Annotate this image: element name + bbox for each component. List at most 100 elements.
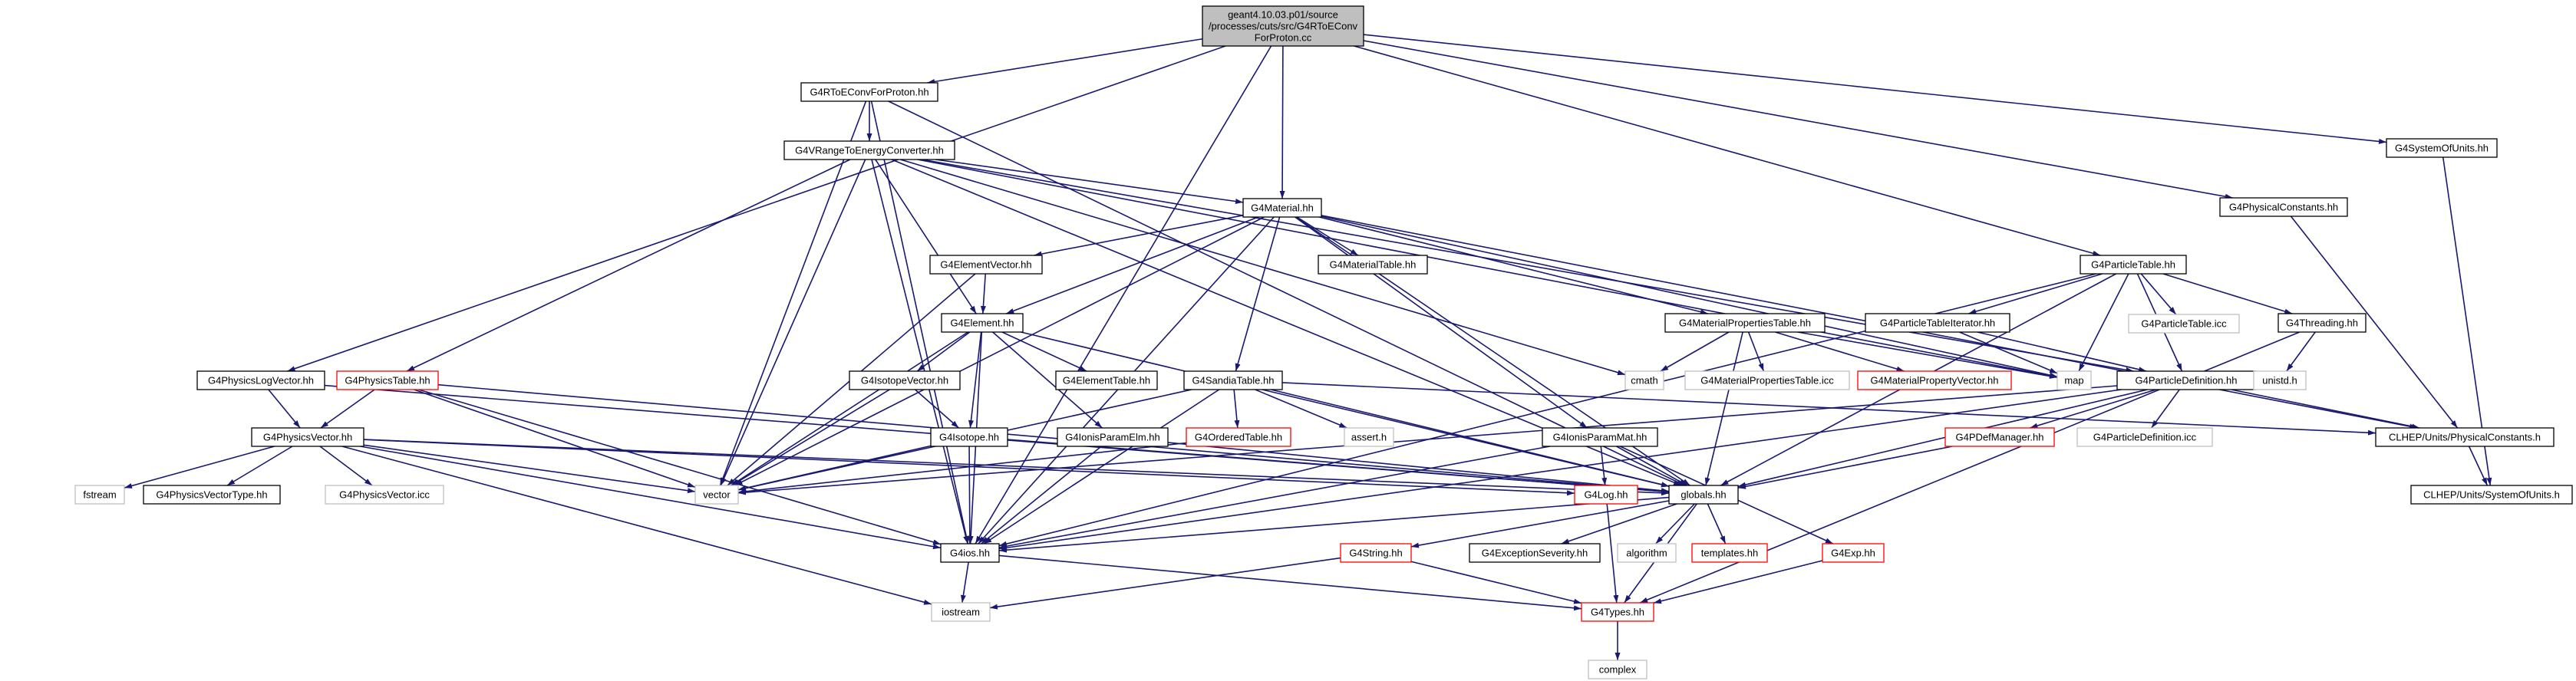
- node-g4pdefmanager[interactable]: G4PDefManager.hh: [1944, 427, 2055, 447]
- node-g4log[interactable]: G4Log.hh: [1574, 485, 1638, 505]
- node-g4sandiatable[interactable]: G4SandiaTable.hh: [1183, 370, 1283, 390]
- node-label: G4ParticleTable.icc: [2141, 318, 2227, 330]
- node-box: [325, 485, 444, 505]
- node-label: G4Log.hh: [1584, 489, 1628, 501]
- node-box: [2219, 197, 2348, 217]
- edge-root-to-g4material: [1279, 45, 1285, 199]
- node-label: G4String.hh: [1349, 548, 1402, 559]
- edge-g4ios-to-g4types: [998, 554, 1582, 611]
- node-g4particletable[interactable]: G4ParticleTable.hh: [2080, 255, 2187, 275]
- node-g4rtoeconvforproton[interactable]: G4RToEConvForProton.hh: [800, 82, 938, 102]
- node-box: [2278, 313, 2367, 333]
- node-g4orderedtable[interactable]: G4OrderedTable.hh: [1186, 427, 1291, 447]
- node-g4material[interactable]: G4Material.hh: [1242, 198, 1322, 218]
- edge-g4materialpropertiestable-to-cmath: [1660, 331, 1730, 372]
- node-g4isotopevector[interactable]: G4IsotopeVector.hh: [849, 370, 961, 390]
- node-g4threading[interactable]: G4Threading.hh: [2278, 313, 2367, 333]
- edge-g4pdefmanager-to-globals: [1737, 446, 1953, 489]
- edge-g4physicstable-to-g4physicsvector: [320, 389, 375, 429]
- node-g4materialpropertiestable[interactable]: G4MaterialPropertiesTable.hh: [1664, 313, 1826, 333]
- node-box: [1617, 543, 1677, 563]
- edge-g4element-to-globals: [1021, 331, 1670, 488]
- node-clhepsysunits[interactable]: CLHEP/Units/SystemOfUnits.h: [2410, 485, 2573, 505]
- node-g4exp[interactable]: G4Exp.hh: [1822, 543, 1885, 563]
- edge-g4material-to-vector: [734, 216, 1265, 486]
- node-cmath: cmath: [1624, 370, 1664, 390]
- edge-g4element-to-vector: [731, 331, 968, 486]
- node-label: G4PhysicsVectorType.hh: [156, 489, 267, 501]
- node-label: globals.hh: [1681, 489, 1726, 501]
- node-label: G4Material.hh: [1251, 202, 1314, 214]
- edge-g4sandiatable-to-g4ios: [983, 389, 1220, 544]
- node-label: G4ParticleTable.hh: [2091, 259, 2175, 271]
- edge-g4ionisparammat-to-g4ios: [998, 446, 1550, 549]
- node-g4physicstable[interactable]: G4PhysicsTable.hh: [336, 370, 439, 390]
- node-g4ionisparamelm[interactable]: G4IonisParamElm.hh: [1057, 427, 1169, 447]
- node-g4materialtable[interactable]: G4MaterialTable.hh: [1318, 255, 1428, 275]
- node-label: G4PDefManager.hh: [1956, 432, 2044, 443]
- node-complex: complex: [1588, 660, 1648, 679]
- edge-g4vrangetoenergyconverter-to-cmath: [900, 159, 1626, 376]
- node-box: [1691, 543, 1768, 563]
- node-g4elementvector[interactable]: G4ElementVector.hh: [929, 255, 1043, 275]
- edge-g4vrangetoenergyconverter-to-vector: [720, 159, 866, 486]
- node-box: [1574, 485, 1638, 505]
- node-g4vrangetoenergyconverter[interactable]: G4VRangeToEnergyConverter.hh: [783, 140, 955, 160]
- edge-g4material-to-g4element: [1005, 216, 1259, 314]
- node-box: [1944, 427, 2055, 447]
- node-label: G4PhysicalConstants.hh: [2229, 202, 2338, 213]
- edge-g4exp-to-g4types: [1653, 560, 1823, 604]
- node-g4elementtable[interactable]: G4ElementTable.hh: [1055, 370, 1158, 390]
- node-box: [2375, 427, 2555, 447]
- node-g4element[interactable]: G4Element.hh: [941, 313, 1024, 333]
- edge-g4ionisparamelm-to-g4ios: [981, 446, 1102, 544]
- node-box: [2253, 370, 2307, 390]
- node-g4materialpropertyvector[interactable]: G4MaterialPropertyVector.hh: [1857, 370, 2012, 390]
- node-root[interactable]: geant4.10.03.p01/source/processes/cuts/s…: [1202, 5, 1364, 47]
- edge-g4particledefinition-to-clhepphysconst: [2231, 389, 2420, 429]
- node-box: [1055, 370, 1158, 390]
- node-g4particletableiterator[interactable]: G4ParticleTableIterator.hh: [1865, 313, 2010, 333]
- node-g4string[interactable]: G4String.hh: [1340, 543, 1412, 563]
- node-box: [1684, 370, 1850, 390]
- node-box: [694, 485, 739, 505]
- node-g4physicslogvector[interactable]: G4PhysicsLogVector.hh: [196, 370, 325, 390]
- node-label: G4Isotope.hh: [939, 432, 999, 443]
- node-label: cmath: [1631, 375, 1657, 387]
- node-label: G4PhysicsTable.hh: [345, 375, 430, 387]
- edge-globals-to-g4exceptionseverity: [1561, 503, 1677, 544]
- edge-g4material-to-g4sandiatable: [1235, 216, 1281, 372]
- node-g4exceptionseverity[interactable]: G4ExceptionSeverity.hh: [1469, 543, 1601, 563]
- node-label: G4MaterialPropertiesTable.icc: [1700, 375, 1834, 387]
- edge-g4materialpropertiestable-to-g4materialpropertiesicc: [1747, 331, 1765, 372]
- edge-g4particletable-to-g4particletableicc: [2140, 273, 2177, 315]
- node-g4physicsvectortype[interactable]: G4PhysicsVectorType.hh: [143, 485, 281, 505]
- node-g4particledefinition[interactable]: G4ParticleDefinition.hh: [2116, 370, 2256, 390]
- edge-g4materialpropertiestable-to-globals: [1704, 331, 1743, 486]
- node-label: G4RToEConvForProton.hh: [810, 87, 928, 98]
- edge-g4particledefinition-to-g4ios: [998, 389, 2122, 551]
- node-asserth: assert.h: [1344, 427, 1394, 447]
- node-g4isotope[interactable]: G4Isotope.hh: [930, 427, 1008, 447]
- node-g4ios[interactable]: G4ios.hh: [940, 543, 1000, 563]
- edge-g4material-to-map: [1321, 215, 2058, 378]
- node-g4physicsvector[interactable]: G4PhysicsVector.hh: [251, 427, 364, 447]
- edge-g4vrangetoenergyconverter-to-g4physicstable: [406, 159, 851, 372]
- node-clhepphysconst[interactable]: CLHEP/Units/PhysicalConstants.h: [2375, 427, 2555, 447]
- edge-g4physicsvector-to-g4ios: [360, 446, 942, 550]
- node-g4physicalconstants[interactable]: G4PhysicalConstants.hh: [2219, 197, 2348, 217]
- edge-root-to-g4physicslogvector: [287, 45, 1226, 372]
- edge-g4particletable-to-g4threading: [2162, 273, 2293, 314]
- node-globals[interactable]: globals.hh: [1668, 485, 1739, 505]
- edge-root-to-g4physicalconstants: [1363, 40, 2233, 199]
- node-g4types[interactable]: G4Types.hh: [1581, 602, 1654, 622]
- node-g4ionisparammat[interactable]: G4IonisParamMat.hh: [1542, 427, 1658, 447]
- edge-g4element-to-g4isotopevector: [916, 331, 971, 372]
- edge-globals-to-templates: [1707, 503, 1727, 544]
- node-g4systemofunits[interactable]: G4SystemOfUnits.hh: [2386, 138, 2498, 158]
- node-label: G4Element.hh: [950, 317, 1014, 329]
- node-label: vector: [703, 489, 731, 501]
- node-label: CLHEP/Units/SystemOfUnits.h: [2423, 489, 2560, 501]
- node-box: [1186, 427, 1291, 447]
- node-templates[interactable]: templates.hh: [1691, 543, 1768, 563]
